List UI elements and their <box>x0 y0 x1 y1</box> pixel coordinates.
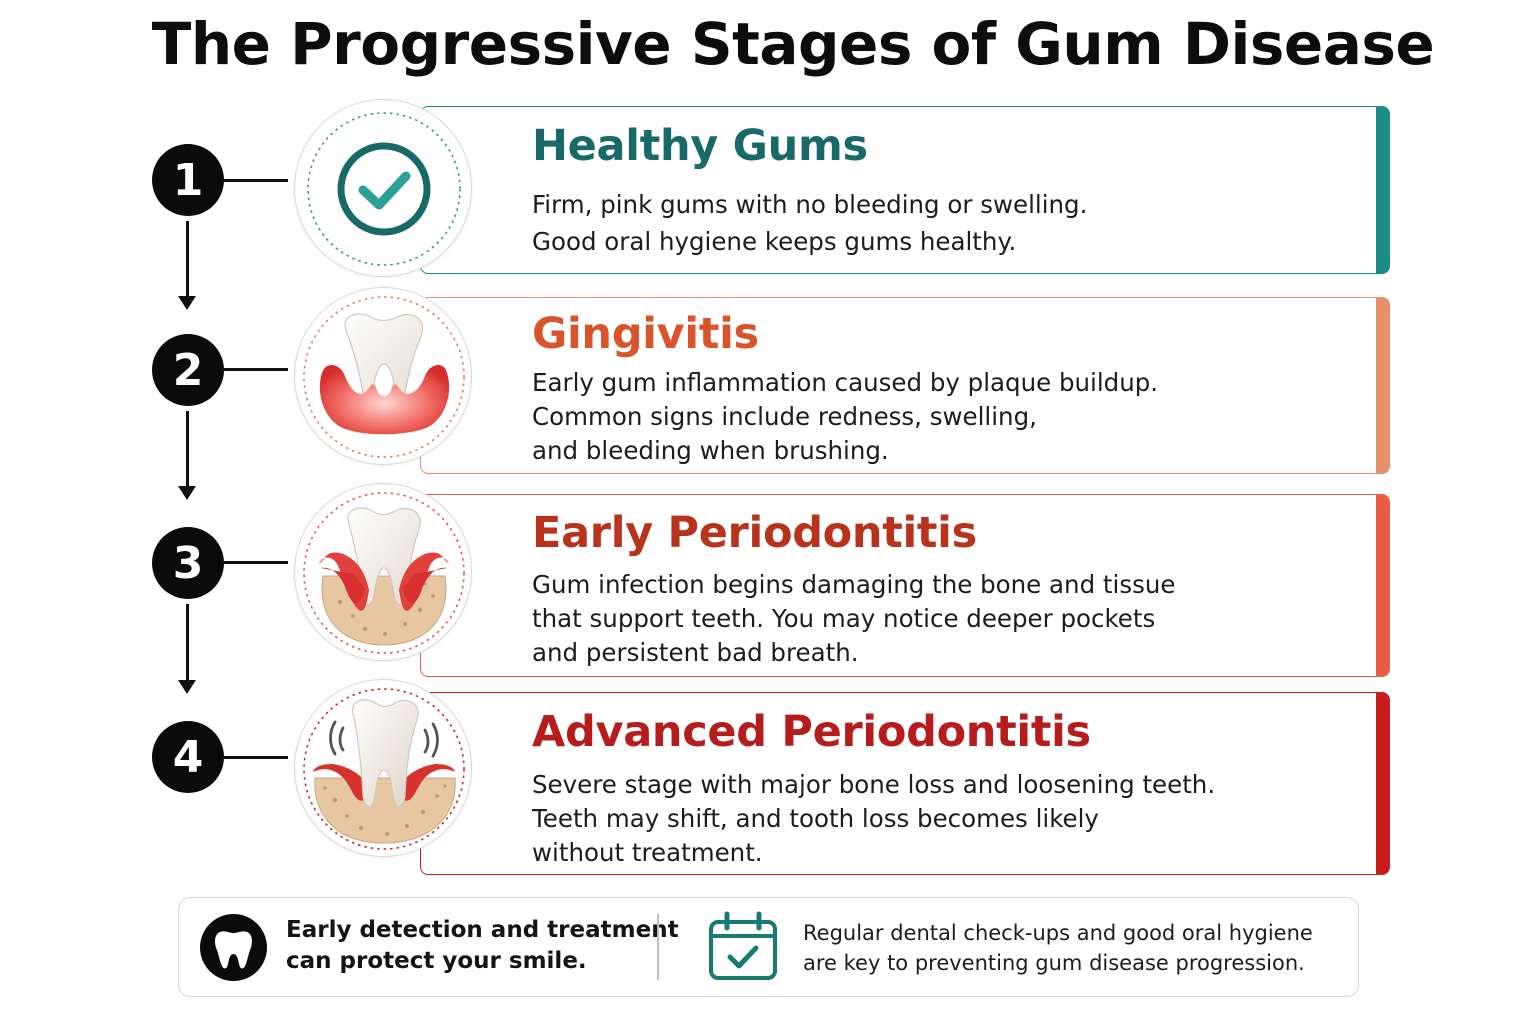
stage-4-description: Severe stage with major bone loss and lo… <box>532 768 1215 870</box>
calendar-check-icon <box>706 910 780 988</box>
description-line: and persistent bad breath. <box>532 638 859 667</box>
description-line: Early gum inflammation caused by plaque … <box>532 368 1159 397</box>
stage-3-heading: Early Periodontitis <box>532 508 977 558</box>
description-line: Common signs include redness, swelling, <box>532 402 1037 431</box>
stage-3-illustration <box>294 483 472 661</box>
description-line: without treatment. <box>532 838 763 867</box>
footer-tip-line: Regular dental check-ups and good oral h… <box>803 921 1313 945</box>
progress-arrow-2 <box>186 411 189 489</box>
stage-1-badge: 1 <box>152 144 224 216</box>
stage-1-illustration <box>294 99 472 277</box>
description-line: Firm, pink gums with no bleeding or swel… <box>532 190 1088 219</box>
stage-1-connector <box>222 179 288 182</box>
description-line: and bleeding when brushing. <box>532 436 889 465</box>
inflamed-gum-tooth-icon <box>303 296 465 458</box>
stage-4-illustration <box>294 679 472 857</box>
stage-2-connector <box>222 368 288 371</box>
footer-divider <box>657 914 659 980</box>
checkmark-icon <box>307 112 461 266</box>
stage-2-heading: Gingivitis <box>532 309 759 359</box>
stage-2-description: Early gum inflammation caused by plaque … <box>532 366 1158 468</box>
stage-1-heading: Healthy Gums <box>532 121 868 171</box>
page-title: The Progressive Stages of Gum Disease <box>151 10 1435 78</box>
progress-arrow-head-2 <box>178 486 196 500</box>
stage-4-connector <box>222 756 288 759</box>
progress-arrow-head-3 <box>178 680 196 694</box>
footer-tip-line: are key to preventing gum disease progre… <box>803 951 1305 975</box>
receding-gum-tooth-icon <box>303 492 465 654</box>
stage-card-early-periodontitis <box>420 494 1390 677</box>
progress-arrow-head-1 <box>178 296 196 310</box>
description-line: that support teeth. You may notice deepe… <box>532 604 1156 633</box>
stage-4-heading: Advanced Periodontitis <box>532 707 1091 757</box>
tooth-icon <box>200 914 267 981</box>
stage-3-description: Gum infection begins damaging the bone a… <box>532 568 1175 670</box>
stage-1-description: Firm, pink gums with no bleeding or swel… <box>532 186 1087 260</box>
footer-callout: Early detection and treatment can protec… <box>286 915 679 977</box>
description-line: Teeth may shift, and tooth loss becomes … <box>532 804 1099 833</box>
progress-arrow-3 <box>186 604 189 682</box>
footer-panel <box>178 897 1359 997</box>
stage-3-connector <box>222 561 288 564</box>
footer-tip: Regular dental check-ups and good oral h… <box>803 918 1313 978</box>
stage-3-badge: 3 <box>152 527 224 599</box>
description-line: Good oral hygiene keeps gums healthy. <box>532 227 1017 256</box>
footer-callout-line: Early detection and treatment <box>286 917 679 943</box>
footer-callout-line: can protect your smile. <box>286 948 587 974</box>
description-line: Gum infection begins damaging the bone a… <box>532 570 1176 599</box>
stage-4-badge: 4 <box>152 721 224 793</box>
progress-arrow-1 <box>186 221 189 299</box>
loose-tooth-icon <box>303 688 465 850</box>
stage-card-advanced-periodontitis <box>420 692 1390 875</box>
stage-2-illustration <box>294 287 472 465</box>
description-line: Severe stage with major bone loss and lo… <box>532 770 1216 799</box>
stage-2-badge: 2 <box>152 334 224 406</box>
stage-card-healthy-gums <box>420 106 1390 274</box>
